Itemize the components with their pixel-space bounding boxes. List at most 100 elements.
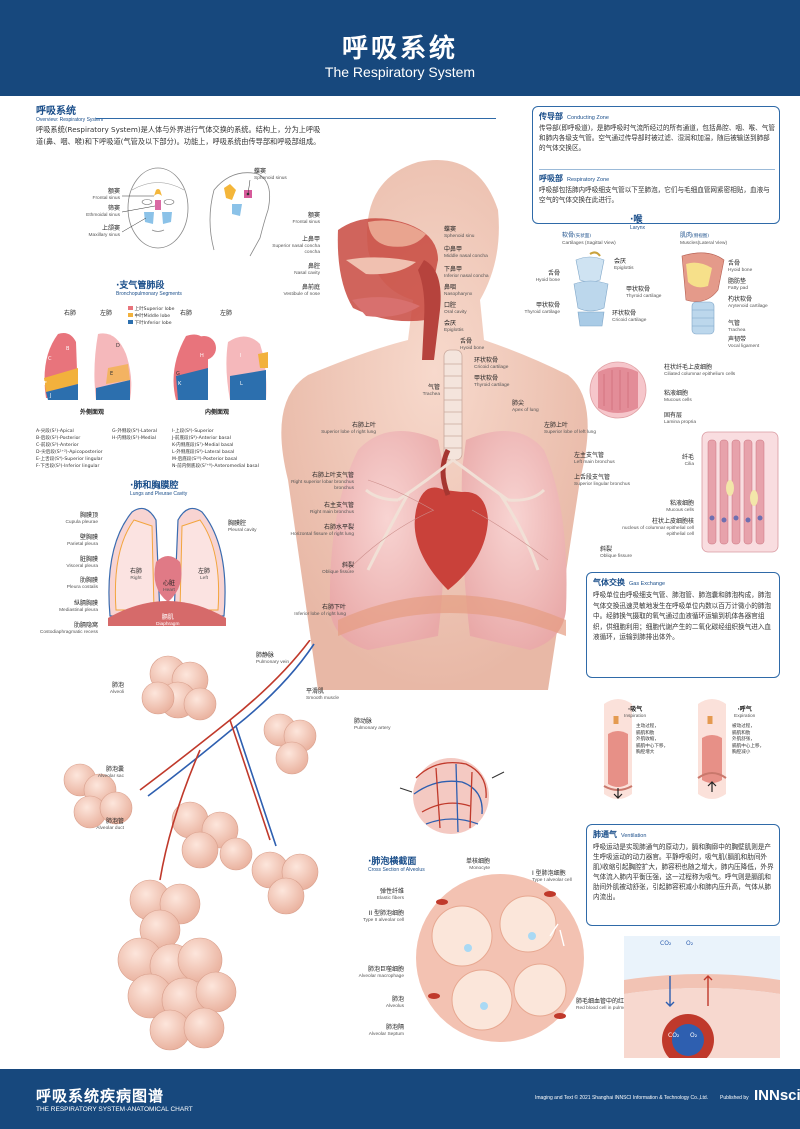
gas-mini-co2-top: CO₂ (660, 940, 672, 947)
lobe-legend: 上叶Superior lobe 中叶Middle lobe 下叶Inferior… (128, 306, 174, 327)
breathing-illustration (603, 699, 727, 799)
epithelium-detail-illustration (701, 431, 779, 553)
epithelium-circle-illustration (589, 361, 647, 419)
segments-right-label-1: 右肺 (64, 310, 77, 317)
gas-mini-co2-bottom: CO₂ (668, 1032, 680, 1039)
conducting-text: 传导部(即呼吸道)，是肺呼吸时气流所经过的所有通道，包括鼻腔、咽、喉、气管和肺内… (539, 124, 775, 152)
respiratory-text: 呼吸部包括肺内呼吸细支气管以下至肺泡，它们与毛细血管网紧密相贴，血液与空气的气体… (539, 186, 770, 204)
segment-lungs-illustration (44, 333, 268, 400)
footer-subtitle: THE RESPIRATORY SYSTEM·ANATOMICAL CHART (36, 1106, 193, 1113)
gas-mini-o2-top: O₂ (686, 940, 694, 947)
overview-divider (96, 118, 496, 119)
segments-lateral-view: 外侧面观 (80, 409, 105, 416)
segment-letter-l: L (240, 381, 243, 387)
segments-title: ·支气管肺段 Bronchopulmonary Segments (116, 281, 182, 297)
segment-letter-a: A (40, 336, 44, 342)
lobe-legend-inferior: 下叶Inferior lobe (128, 320, 174, 327)
overview-title: 呼吸系统 (36, 106, 76, 117)
overview-text: 呼吸系统(Respiratory System)是人体与外界进行气体交换的系统。… (36, 125, 321, 146)
page-footer: 呼吸系统疾病图谱 THE RESPIRATORY SYSTEM·ANATOMIC… (0, 1069, 800, 1129)
footer-brand-logo: INNsci (754, 1087, 800, 1104)
footer-published: Published by (720, 1095, 749, 1101)
footer-title: 呼吸系统疾病图谱 (36, 1087, 165, 1105)
segment-letter-i: I (240, 353, 242, 359)
alveoli-illustration (63, 640, 319, 1051)
segment-letter-j: J (50, 393, 52, 399)
segments-right-label-2: 右肺 (180, 310, 193, 317)
inspiration-text: 主动过程，膈肌和肋外肌收缩，膈肌中心下移，胸腔增大 (636, 724, 669, 755)
overview-section: 呼吸系统 Overview: Respiratory System (36, 102, 103, 123)
zones-divider (539, 169, 775, 170)
segment-letter-b: B (66, 346, 70, 352)
segment-letter-c: C (48, 356, 52, 362)
overview-subtitle: Overview: Respiratory System (36, 117, 104, 123)
cross-label-rbc: 肺毛细血管中的红细胞 Red blood cell in pulmonary c… (576, 998, 655, 1011)
segment-letter-d: D (116, 343, 120, 349)
gas-mini-illustration (624, 936, 780, 1058)
page-subtitle: The Respiratory System (324, 64, 476, 80)
page-title: 呼吸系统 (341, 34, 458, 64)
segments-medial-view: 内侧面观 (205, 409, 230, 416)
larynx-muscle-heading: 肌肉(侧视图) Muscles(Lateral View) (680, 232, 728, 246)
capillary-net-illustration (399, 758, 505, 834)
sinus-illustration (121, 167, 271, 257)
